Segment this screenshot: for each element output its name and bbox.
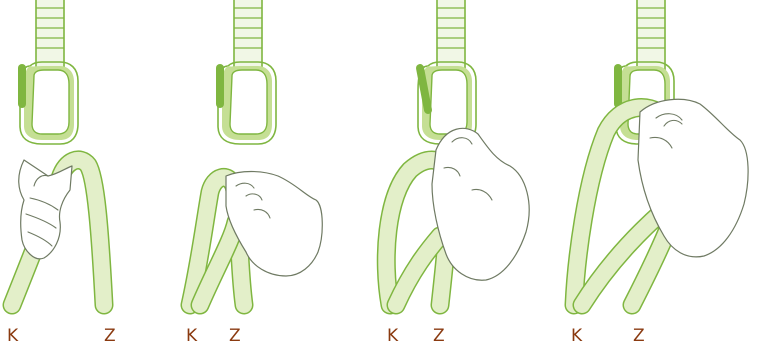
step4-label-k: K bbox=[571, 326, 582, 346]
sling bbox=[36, 0, 64, 76]
step-1 bbox=[12, 0, 104, 305]
step3-label-z: Z bbox=[433, 326, 445, 346]
step-3 bbox=[386, 0, 529, 305]
step2-label-k: K bbox=[186, 326, 197, 346]
sling bbox=[637, 0, 665, 76]
step1-label-k: K bbox=[7, 326, 18, 346]
sling bbox=[234, 0, 262, 76]
hand-1 bbox=[19, 160, 72, 259]
carabiner bbox=[20, 62, 78, 144]
step-4 bbox=[574, 0, 748, 305]
step1-label-z: Z bbox=[104, 326, 116, 346]
step-2 bbox=[190, 0, 322, 305]
hand-4 bbox=[638, 99, 748, 257]
sling bbox=[437, 0, 465, 76]
step4-label-z: Z bbox=[633, 326, 645, 346]
step3-label-k: K bbox=[387, 326, 398, 346]
step2-label-z: Z bbox=[229, 326, 241, 346]
carabiner bbox=[218, 62, 276, 144]
